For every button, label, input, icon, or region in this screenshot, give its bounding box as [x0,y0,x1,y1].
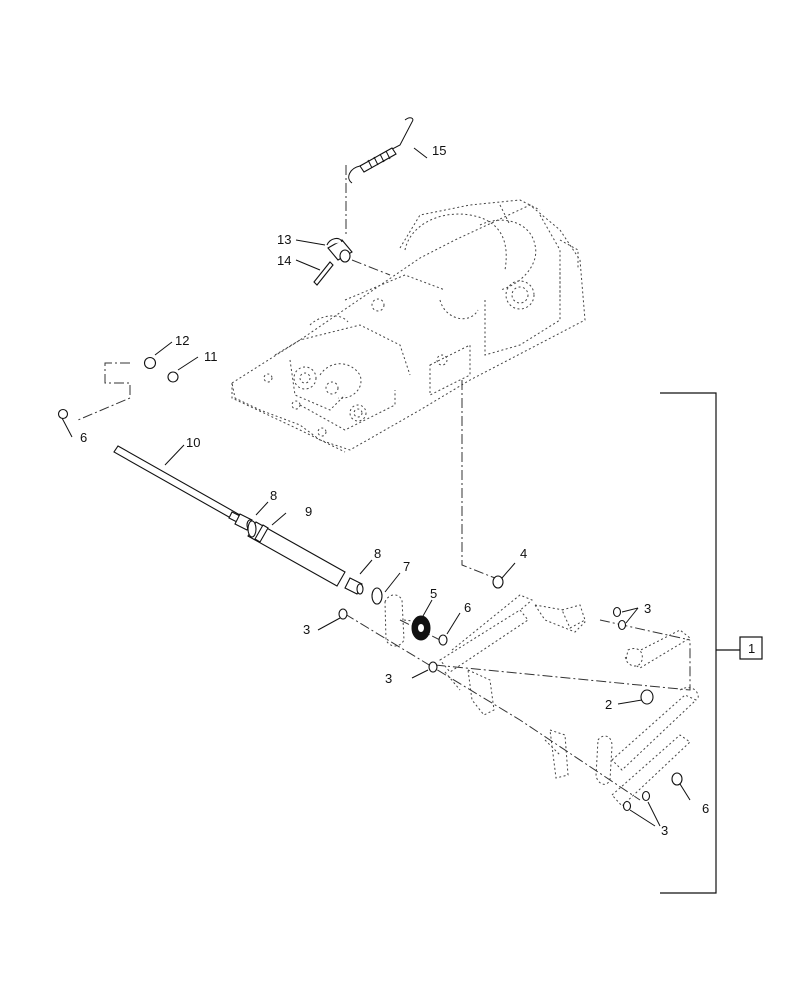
assembly-bracket [660,392,763,894]
callout-3: 3 [661,823,668,838]
tube-part [247,520,346,587]
callout-1: 1 [748,641,755,656]
callout-8: 8 [270,488,277,503]
callout-2: 2 [605,697,612,712]
callout-12: 12 [175,333,189,348]
callout-7: 7 [403,559,410,574]
center-lines [77,165,691,801]
callout-13: 13 [277,232,291,247]
ring-part [371,587,383,605]
callout-8: 8 [374,546,381,561]
callout-6: 6 [464,600,471,615]
callout-4: 4 [520,546,527,561]
washer-part [411,615,431,641]
linkage-assembly-phantom [384,594,699,807]
callout-14: 14 [277,253,291,268]
snap-ring-parts [338,575,683,812]
callout-3: 3 [644,601,651,616]
assembly-callout-box [739,636,763,660]
lift-housing-phantom [231,199,586,453]
callout-3: 3 [385,671,392,686]
clip-parts [57,356,179,420]
callout-11: 11 [204,349,218,364]
callout-3: 3 [303,622,310,637]
pin-part [313,261,334,286]
callout-15: 15 [432,143,446,158]
leader-lines [61,147,691,827]
callout-9: 9 [305,504,312,519]
shaft-part [113,445,245,525]
callout-labels: 1 2 3 3 3 3 4 5 6 6 6 7 8 8 9 10 11 12 1… [80,143,755,838]
callout-6: 6 [702,801,709,816]
callout-5: 5 [430,586,437,601]
callout-6: 6 [80,430,87,445]
callout-10: 10 [186,435,200,450]
sleeve-part [326,237,353,263]
spring-part [348,117,414,184]
